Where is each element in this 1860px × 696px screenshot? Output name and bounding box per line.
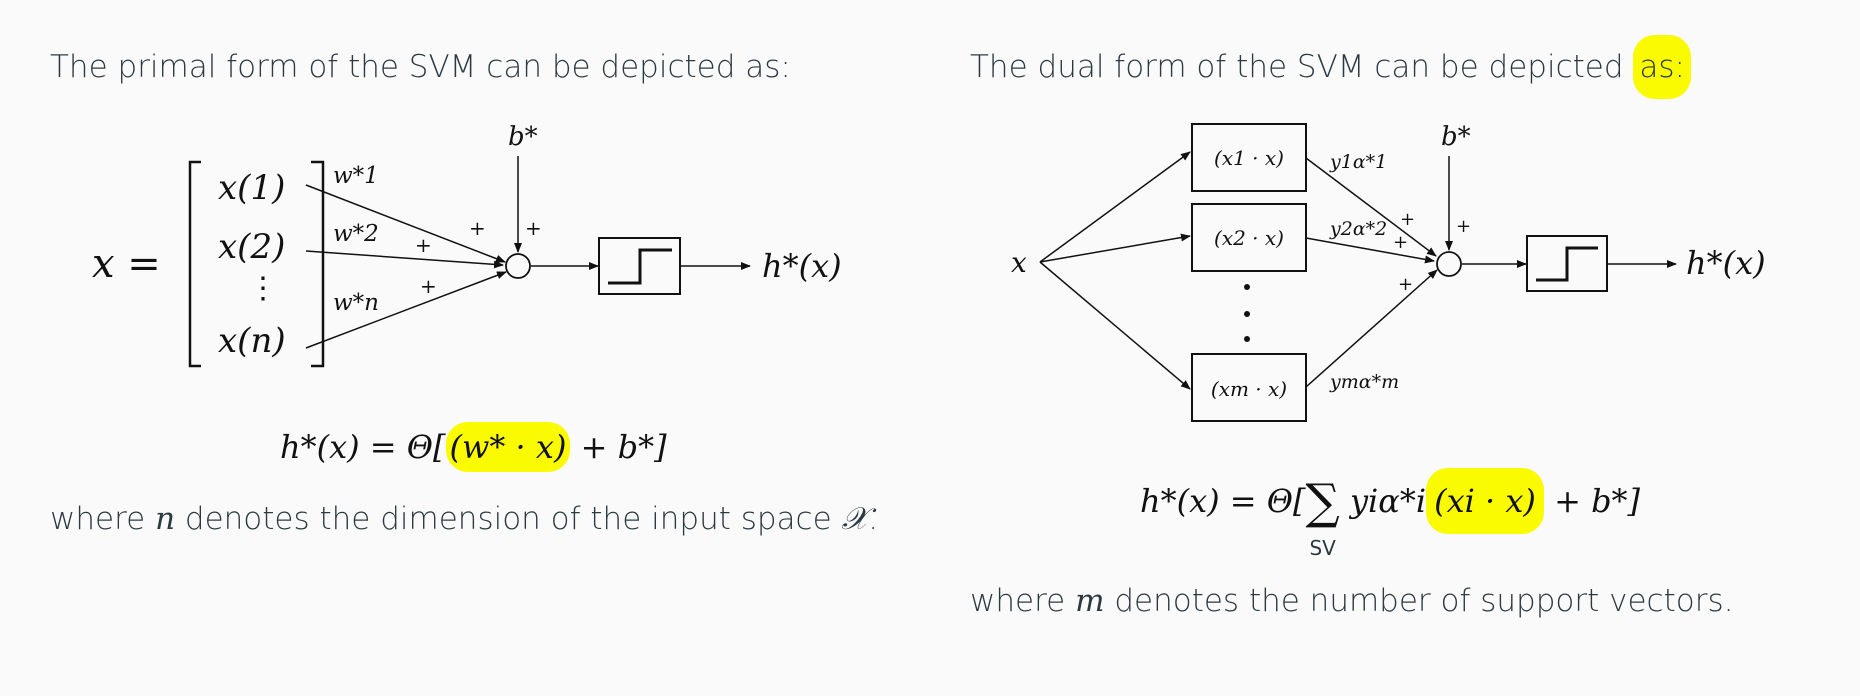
plus-bias: + <box>525 216 542 240</box>
dual-weight-2: y2α*2 <box>1329 218 1387 240</box>
dual-bias-label: b* <box>1441 122 1471 152</box>
primal-formula-suffix: + b*] <box>580 428 667 466</box>
primal-formula-highlight: (w* · x) <box>445 422 571 472</box>
weight-wn: w*n <box>333 290 379 316</box>
edge-xn-sum <box>305 271 507 349</box>
plus-1: + <box>469 216 486 240</box>
step-function-box <box>598 237 681 295</box>
dual-heading: The dual form of the SVM can be depicted… <box>970 35 1691 99</box>
weight-w2: w*2 <box>333 221 379 247</box>
dual-heading-highlight: as: <box>1633 35 1691 99</box>
primal-caption-before: where <box>50 501 146 537</box>
plus-3: + <box>420 274 437 298</box>
primal-caption-middle: denotes the dimension of the input space <box>184 501 832 537</box>
edge-box2-sum <box>1305 237 1435 264</box>
primal-formula-prefix: h*(x) = Θ[ <box>280 428 446 466</box>
sum-subscript: SV <box>1309 536 1336 560</box>
left-bracket <box>188 160 201 368</box>
input-x1: x(1) <box>218 168 285 208</box>
dual-formula-highlight: (xi · x) <box>1426 468 1544 534</box>
dual-plus-1: + <box>1400 209 1415 230</box>
kernel-box-2 <box>1191 203 1307 272</box>
dual-input-x: x <box>1011 246 1027 279</box>
step-function-icon <box>608 248 672 285</box>
ellipsis-dot-2 <box>1244 311 1250 317</box>
dual-plus-3: + <box>1398 274 1413 295</box>
dual-formula: h*(x) = Θ[∑SV yiα*i(xi · x) + b*] <box>1140 468 1641 560</box>
primal-caption-n: n <box>155 501 176 537</box>
kernel-label-2: (x2 · x) <box>1214 226 1284 250</box>
dual-heading-text: The dual form of the SVM can be depicted <box>970 49 1624 85</box>
dual-formula-terms: yiα*i <box>1349 482 1427 520</box>
dual-caption-m: m <box>1075 583 1105 619</box>
sum-sigma: ∑ <box>1305 474 1340 530</box>
kernel-box-m <box>1191 353 1307 422</box>
vector-dots: ⋮ <box>248 271 278 306</box>
dual-formula-suffix: + b*] <box>1554 482 1641 520</box>
dual-weight-1: y1α*1 <box>1329 151 1387 173</box>
edge-box1-sum <box>1305 157 1437 257</box>
primal-caption: where n denotes the dimension of the inp… <box>50 504 878 535</box>
input-x2: x(2) <box>218 227 285 267</box>
bias-label: b* <box>508 122 538 152</box>
primal-caption-after: . <box>868 501 879 537</box>
ellipsis-dot-1 <box>1244 284 1250 290</box>
weight-w1: w*1 <box>333 163 379 189</box>
dual-sum-node <box>1436 251 1462 277</box>
ellipsis-dot-3 <box>1244 336 1250 342</box>
dual-caption-after: denotes the number of support vectors. <box>1114 583 1734 619</box>
right-bracket <box>311 160 325 368</box>
dual-plus-bias: + <box>1456 216 1471 237</box>
dual-caption-before: where <box>970 583 1066 619</box>
kernel-box-1 <box>1191 123 1307 192</box>
dual-step-function-box <box>1526 235 1608 292</box>
sum-symbol: ∑SV <box>1306 478 1340 560</box>
dual-formula-prefix: h*(x) = Θ[ <box>1140 482 1306 520</box>
primal-heading: The primal form of the SVM can be depict… <box>50 49 791 85</box>
edge-x-boxm <box>1039 261 1191 390</box>
primal-caption-space: 𝒳 <box>841 501 869 537</box>
primal-output: h*(x) <box>762 247 842 285</box>
primal-formula: h*(x) = Θ[(w* · x) + b*] <box>280 422 667 472</box>
dual-weight-m: ymα*m <box>1329 371 1399 393</box>
edge-boxm-sum <box>1305 269 1438 388</box>
dual-output: h*(x) <box>1686 244 1766 282</box>
edge-x2-sum <box>305 250 504 269</box>
primal-lhs: x = <box>92 241 161 287</box>
edge-x1-sum <box>305 184 506 263</box>
kernel-label-m: (xm · x) <box>1211 377 1287 401</box>
dual-step-function-icon <box>1536 246 1598 282</box>
kernel-label-1: (x1 · x) <box>1214 146 1284 170</box>
plus-2: + <box>415 233 432 257</box>
input-xn: x(n) <box>218 321 286 361</box>
edge-x-box1 <box>1039 151 1191 263</box>
edge-x-box2 <box>1039 233 1191 263</box>
sum-node <box>505 253 531 279</box>
dual-caption: where m denotes the number of support ve… <box>970 586 1733 617</box>
dual-plus-2: + <box>1393 232 1408 253</box>
